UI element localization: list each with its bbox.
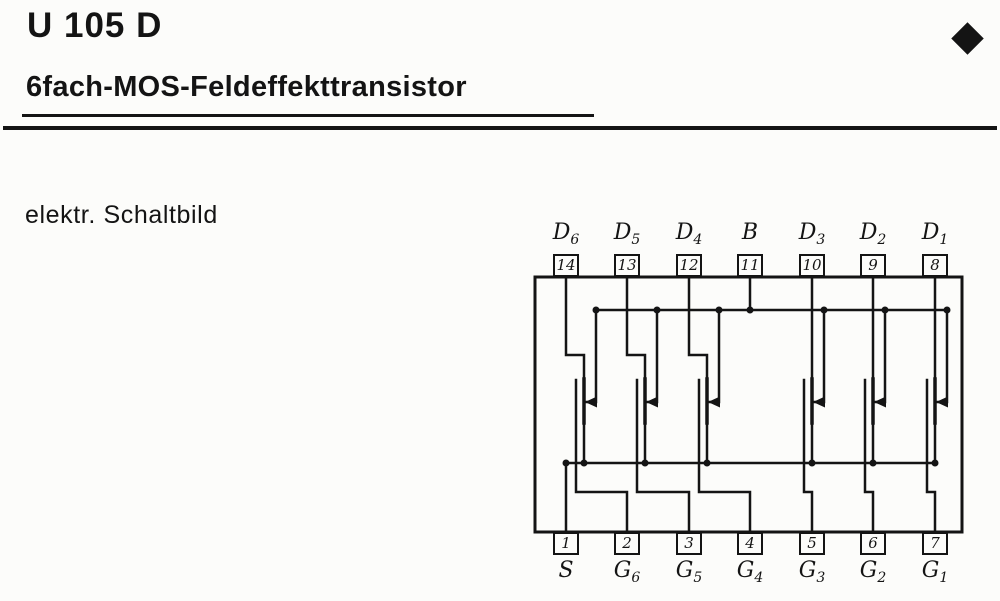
transistor-5 — [625, 275, 691, 534]
pin-box-1: 1 — [553, 532, 579, 555]
pin-box-12: 12 — [676, 254, 702, 277]
pin-label-b: B — [741, 220, 759, 245]
transistor-2 — [863, 275, 887, 534]
pin-label-g5: G5 — [675, 558, 703, 586]
pin-box-4: 4 — [737, 532, 763, 555]
pin-box-2: 2 — [614, 532, 640, 555]
pin-box-3: 3 — [676, 532, 702, 555]
transistor-6 — [564, 275, 629, 534]
pin-box-10: 10 — [799, 254, 825, 277]
page-title: U 105 D — [27, 6, 163, 45]
header-divider — [3, 126, 997, 130]
pin-label-g3: G3 — [798, 558, 826, 586]
pin-label-s: S — [558, 558, 574, 583]
pin-label-d2: D2 — [859, 220, 887, 248]
pin-label-g2: G2 — [859, 558, 887, 586]
pin-box-5: 5 — [799, 532, 825, 555]
pin-label-g6: G6 — [613, 558, 641, 586]
pin-label-d1: D1 — [921, 220, 949, 248]
bulk-bus — [594, 275, 949, 312]
pin-label-d6: D6 — [552, 220, 580, 248]
transistor-3 — [802, 275, 826, 534]
page-subtitle: 6fach-MOS-Feldeffekttransistor — [26, 71, 467, 103]
pin-label-d3: D3 — [798, 220, 826, 248]
pin-box-7: 7 — [922, 532, 948, 555]
pin-label-g1: G1 — [921, 558, 949, 586]
pin-box-11: 11 — [737, 254, 763, 277]
pin-box-9: 9 — [860, 254, 886, 277]
pin-label-g4: G4 — [736, 558, 764, 586]
section-label: elektr. Schaltbild — [25, 201, 218, 229]
pin-label-d5: D5 — [613, 220, 641, 248]
subtitle-underline — [22, 114, 594, 117]
pin-box-8: 8 — [922, 254, 948, 277]
transistor-4 — [687, 275, 752, 534]
transistor-1 — [925, 275, 949, 534]
pin-label-d4: D4 — [675, 220, 703, 248]
pin-box-14: 14 — [553, 254, 579, 277]
pin-box-13: 13 — [614, 254, 640, 277]
ic-body — [533, 275, 964, 534]
junction-dots — [562, 306, 951, 467]
pin-box-6: 6 — [860, 532, 886, 555]
